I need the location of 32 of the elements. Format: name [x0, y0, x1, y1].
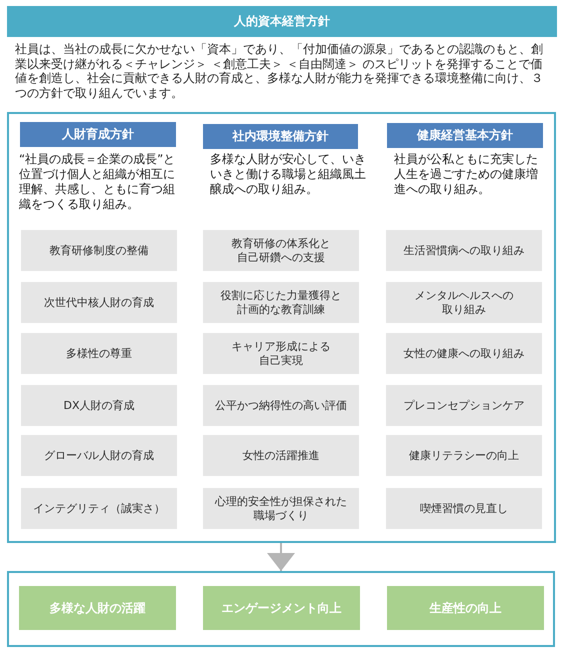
policy-item: 教育研修の体系化と自己研鑽への支援 — [203, 230, 359, 271]
policy-item: 役割に応じた力量獲得と計画的な教育訓練 — [203, 282, 359, 323]
outcome-item: エンゲージメント向上 — [203, 586, 360, 630]
policy-item: 喫煙習慣の見直し — [386, 488, 542, 529]
policy-item: 教育研修制度の整備 — [21, 230, 177, 271]
policy-item: 次世代中核人財の育成 — [21, 282, 177, 323]
description-text: 社員が公私ともに充実した人生を過ごすための健康増進への取り組み。 — [394, 152, 539, 197]
intro-paragraph: 社員は、当社の成長に欠かせない「資本」であり、「付加価値の源泉」であるとの認識のもと、創業以来受け継がれる＜チャレンジ＞ ＜創意工夫＞ ＜自由闊達＞ のスピリットを発揮することで価値を創造し、社会に貢献できる人財の育成と、多様な人財が能力を発揮できる環境整備に向け、３つの方針で取り組んでいます。 — [15, 42, 544, 100]
outcome-item: 多様な人財の活躍 — [19, 586, 176, 630]
policy-item: 公平かつ納得性の高い評価 — [203, 385, 359, 426]
policy-item: メンタルヘルスへの取り組み — [386, 282, 542, 323]
policy-item: 心理的安全性が担保された職場づくり — [203, 488, 359, 529]
policy-item: インテグリティ（誠実さ） — [21, 488, 177, 529]
outline-panel — [7, 571, 555, 647]
column-heading: 健康経営基本方針 — [387, 123, 543, 148]
outline-panel — [7, 112, 556, 543]
policy-item: グローバル人財の育成 — [21, 435, 177, 476]
policy-item: 女性の健康への取り組み — [386, 333, 542, 374]
title-banner: 人的資本経営方針 — [7, 6, 557, 37]
column-heading: 社内環境整備方針 — [203, 124, 358, 149]
arrow — [267, 543, 295, 571]
column-heading: 人財育成方針 — [20, 122, 176, 147]
policy-item: プレコンセプションケア — [386, 385, 542, 426]
policy-item: DX人財の育成 — [21, 385, 177, 426]
policy-item: 女性の活躍推進 — [203, 435, 359, 476]
policy-item: キャリア形成による自己実現 — [203, 333, 359, 374]
description-text: “社員の成長＝企業の成長”と位置づけ個人と組織が相互に理解、共感し、ともに育つ組織をつくる取り組み。 — [19, 152, 176, 212]
policy-item: 多様性の尊重 — [21, 333, 177, 374]
policy-item: 生活習慣病への取り組み — [386, 230, 542, 271]
policy-item: 健康リテラシーの向上 — [386, 435, 542, 476]
description-text: 多様な人財が安心して、いきいきと働ける職場と組織風土醸成への取り組み。 — [210, 152, 367, 197]
outcome-item: 生産性の向上 — [387, 586, 544, 630]
